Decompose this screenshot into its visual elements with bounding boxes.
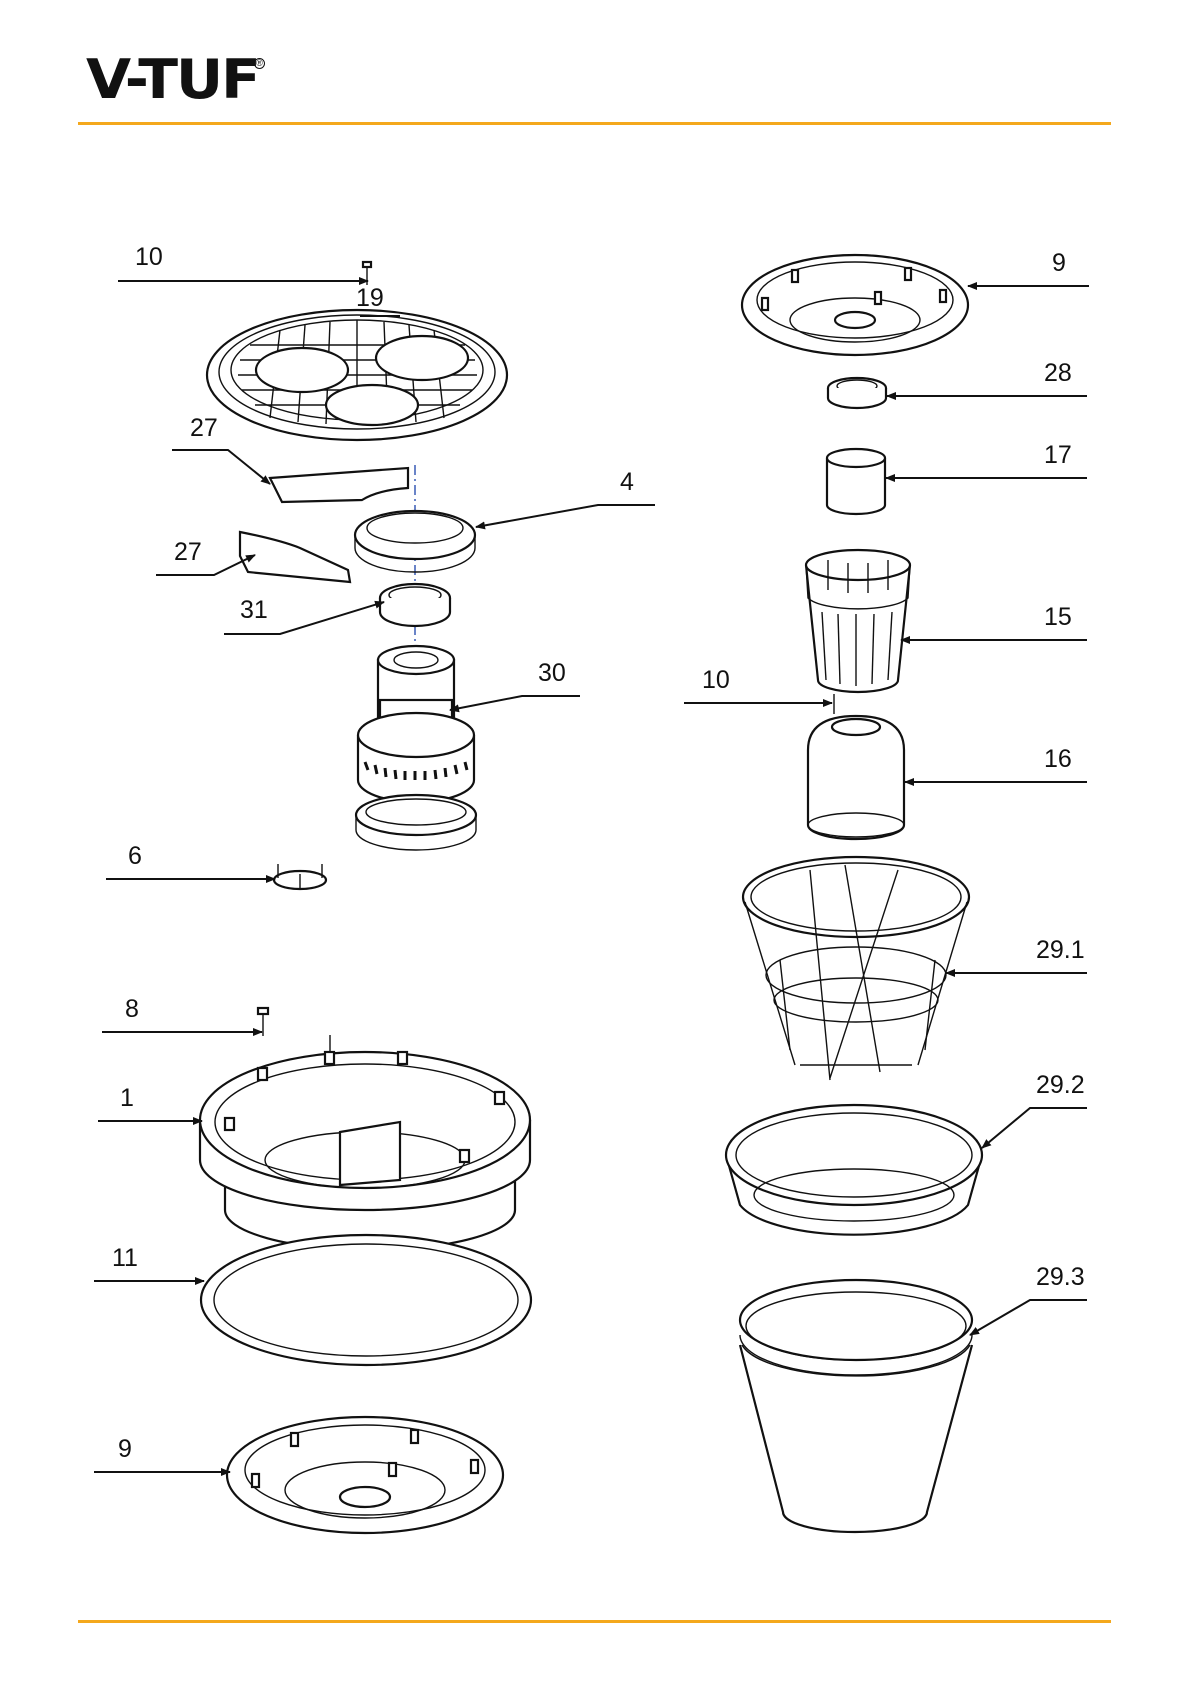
part-29-3-bucket <box>740 1280 972 1532</box>
callout-label-29-3: 29.3 <box>1036 1263 1085 1291</box>
callout-label-1: 1 <box>120 1084 134 1112</box>
leader-27-upper <box>172 450 270 484</box>
part-15-cage <box>806 550 910 692</box>
part-30-motor <box>358 646 474 802</box>
callout-label-15: 15 <box>1044 603 1072 631</box>
leader-30 <box>450 696 580 710</box>
part-31-bearing <box>380 584 450 626</box>
leader-29-3 <box>970 1300 1087 1335</box>
part-29-1-frame <box>743 857 969 1080</box>
callout-label-29-1: 29.1 <box>1036 936 1085 964</box>
part-28-bushing <box>828 378 886 408</box>
part-16-canister <box>808 716 904 839</box>
part-1-housing <box>200 1035 530 1250</box>
callout-label-6: 6 <box>128 842 142 870</box>
part-27-pad-upper <box>270 468 408 502</box>
callout-label-16: 16 <box>1044 745 1072 773</box>
callout-label-31: 31 <box>240 596 268 624</box>
part-6-bracket <box>274 864 326 889</box>
callout-label-27-upper: 27 <box>190 414 218 442</box>
leader-29-2 <box>982 1108 1087 1148</box>
part-11-gasket <box>201 1235 531 1365</box>
part-19-top-cover <box>207 310 507 440</box>
callout-label-10-right: 10 <box>702 666 730 694</box>
callout-label-9-right: 9 <box>1052 249 1066 277</box>
part-9-base-right <box>742 255 968 355</box>
callout-label-4: 4 <box>620 468 634 496</box>
callout-label-19: 19 <box>356 284 384 312</box>
leader-4 <box>476 505 655 527</box>
callout-label-28: 28 <box>1044 359 1072 387</box>
part-4-ring <box>355 511 475 572</box>
callout-label-27-lower: 27 <box>174 538 202 566</box>
part-30-motor-lower-ring <box>356 795 476 850</box>
callout-label-30: 30 <box>538 659 566 687</box>
part-27-pad-lower <box>240 532 350 582</box>
callout-label-10-top: 10 <box>135 243 163 271</box>
callout-label-11: 11 <box>112 1244 138 1272</box>
callout-label-9-left: 9 <box>118 1435 132 1463</box>
callout-label-8: 8 <box>125 995 139 1023</box>
part-29-2-bowl <box>726 1105 982 1235</box>
part-17-sleeve <box>827 449 885 514</box>
callout-label-29-2: 29.2 <box>1036 1071 1085 1099</box>
callout-label-17: 17 <box>1044 441 1072 469</box>
part-9-base-left <box>227 1417 503 1533</box>
